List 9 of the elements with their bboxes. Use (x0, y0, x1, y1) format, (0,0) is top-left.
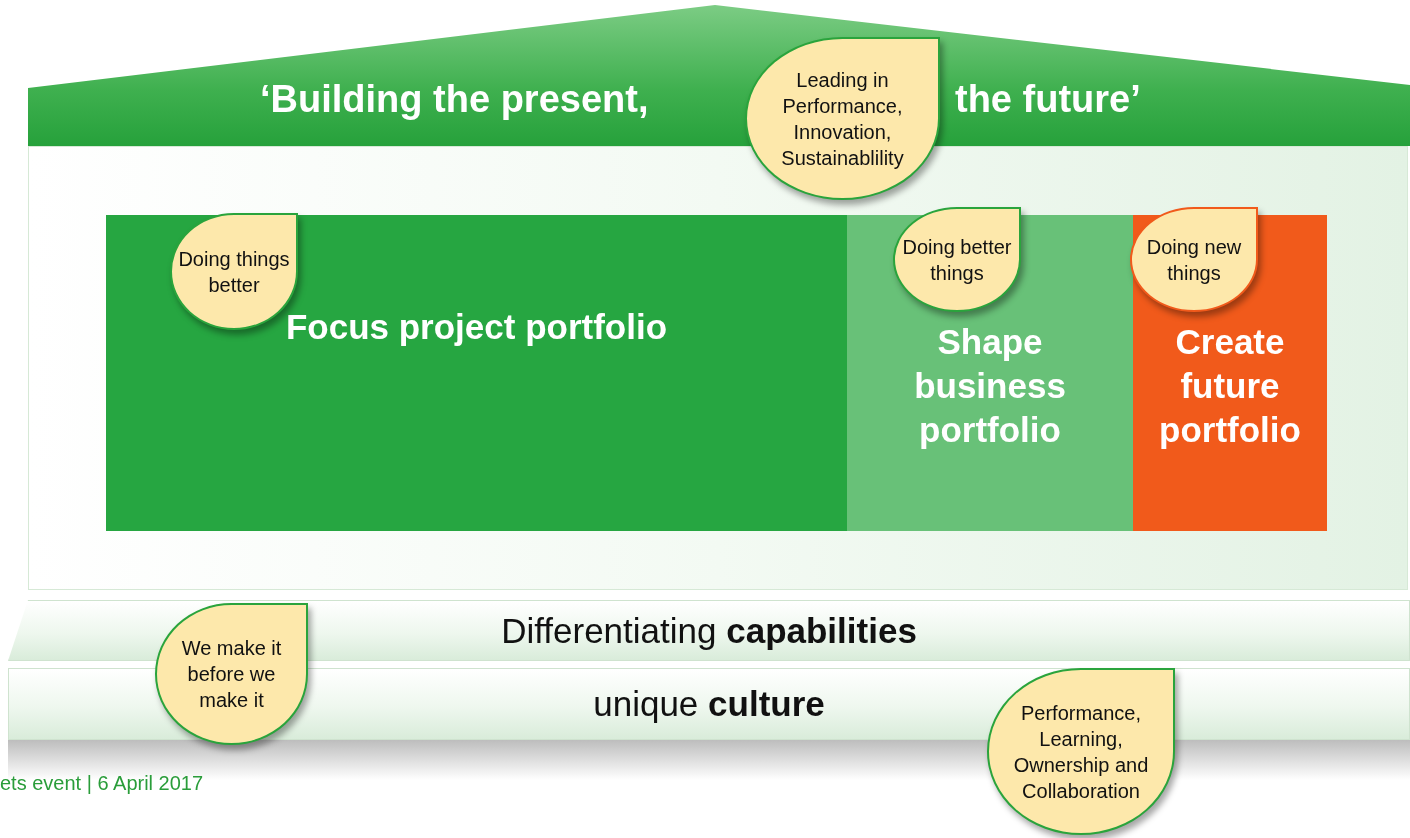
speech-bubble: Doing better things (893, 207, 1021, 312)
title-text: the future’ (955, 78, 1141, 121)
speech-bubble: Performance, Learning, Ownership and Collaboration (987, 668, 1175, 835)
portfolio-panel (106, 215, 847, 531)
footer-text: ets event | 6 April 2017 (0, 772, 204, 795)
title-text: ‘Building the present, (260, 78, 649, 121)
panel-heading: Shape business portfolio (913, 321, 1067, 451)
speech-bubble: Doing new things (1130, 207, 1258, 312)
panel-heading: Create future portfolio (1158, 321, 1302, 451)
